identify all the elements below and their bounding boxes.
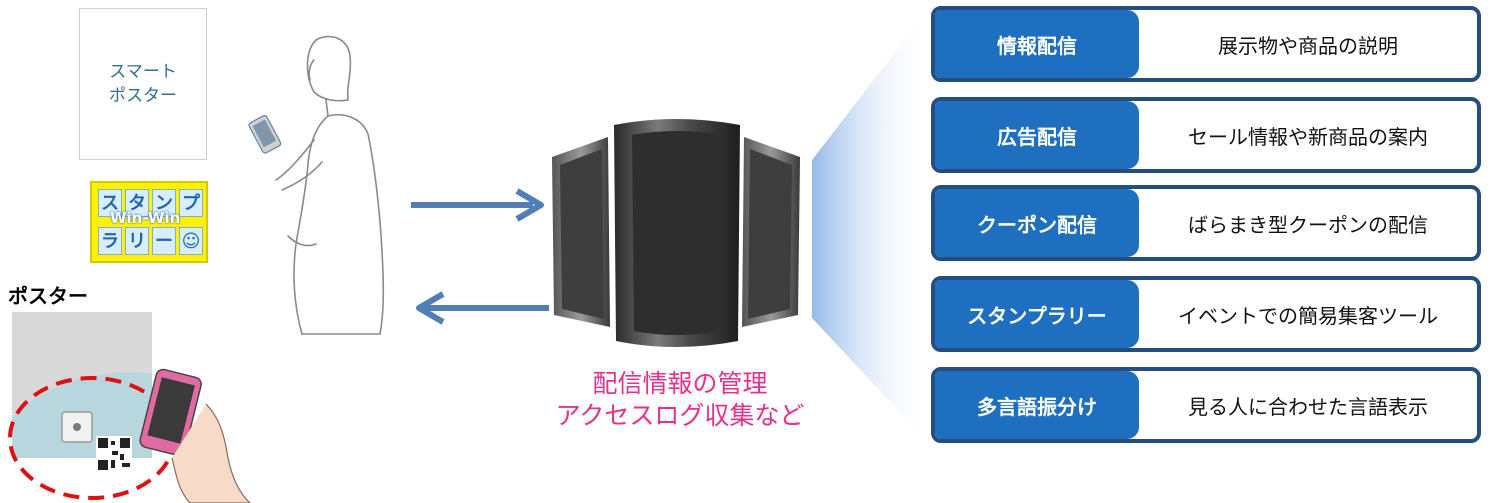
stamp-cell: リ xyxy=(125,227,149,255)
stamp-cell: ラ xyxy=(98,227,122,255)
service-title: スタンプラリー xyxy=(935,280,1139,348)
stamp-cell: ン xyxy=(152,189,176,217)
nfc-poster-illustration xyxy=(8,312,251,503)
stamp-winwin-text: Win-Win xyxy=(110,209,181,227)
service-title: 多言語振分け xyxy=(935,371,1139,439)
stamp-cell: プ xyxy=(179,189,203,217)
server-icon xyxy=(552,119,800,347)
service-description: 見る人に合わせた言語表示 xyxy=(1188,394,1428,419)
service-row-multilingual: 多言語振分け 見る人に合わせた言語表示 xyxy=(931,367,1481,443)
server-caption-line1: 配信情報の管理 xyxy=(592,369,768,398)
server-caption-line2: アクセスログ収集など xyxy=(555,401,805,430)
response-arrow xyxy=(416,291,549,325)
request-arrow xyxy=(411,188,544,222)
service-row-advertising: 広告配信 セール情報や新商品の案内 xyxy=(931,97,1481,173)
service-title: 広告配信 xyxy=(935,101,1139,169)
poster-label: ポスター xyxy=(8,284,88,308)
service-description: ばらまき型クーポンの配信 xyxy=(1188,212,1428,237)
smart-poster-label: スマート ポスター xyxy=(109,62,177,106)
stamp-cell: ー xyxy=(152,227,176,255)
smart-poster: スマート ポスター xyxy=(79,8,207,160)
stamp-cell: ス xyxy=(98,189,122,217)
service-row-stamp-rally: スタンプラリー イベントでの簡易集客ツール xyxy=(931,276,1481,352)
stamp-face-icon: ☺ xyxy=(179,227,203,255)
server-caption: 配信情報の管理 アクセスログ収集など xyxy=(490,368,870,432)
service-description: イベントでの簡易集客ツール xyxy=(1178,303,1438,328)
service-row-information: 情報配信 展示物や商品の説明 xyxy=(931,6,1481,82)
service-title: クーポン配信 xyxy=(935,189,1139,257)
person-with-phone-illustration xyxy=(248,35,385,335)
service-description: 展示物や商品の説明 xyxy=(1218,33,1398,58)
service-title: 情報配信 xyxy=(935,10,1139,78)
service-description: セール情報や新商品の案内 xyxy=(1188,124,1428,149)
stamp-rally-badge: ス タ ン プ ラ リ ー ☺ Win-Win xyxy=(90,181,208,263)
stamp-cell: タ xyxy=(125,189,149,217)
service-row-coupon: クーポン配信 ばらまき型クーポンの配信 xyxy=(931,185,1481,261)
